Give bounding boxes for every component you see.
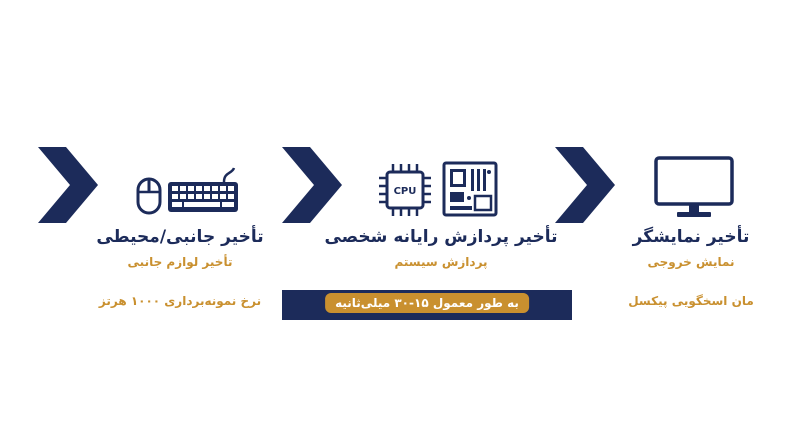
stage-3-title: تأخیر نمایشگر — [632, 227, 750, 247]
chevron-arrow-3-icon — [555, 147, 615, 223]
stage-1-note: نرخ نمونه‌برداری ۱۰۰۰ هرتز — [98, 294, 262, 308]
monitor-icon — [654, 156, 734, 217]
chevron-arrow-2-icon — [282, 147, 342, 223]
stage-2-subtitle: پردازش سیستم — [394, 255, 488, 269]
stage-3-note: مان اسخگویی پیکسل — [628, 294, 754, 308]
chevron-arrow-1-icon — [38, 147, 98, 223]
keyboard-icon — [168, 167, 238, 212]
cpu-label: CPU — [394, 186, 417, 197]
stage-2-note-badge: به طور معمول ۱۵-۳۰ میلی‌ثانیه — [325, 293, 529, 313]
stage-2-note-bar: به طور معمول ۱۵-۳۰ میلی‌ثانیه — [282, 290, 572, 320]
stage-2-title: تأخیر پردازش رایانه شخصی — [324, 227, 558, 247]
cpu-icon: CPU — [379, 164, 431, 216]
motherboard-icon — [442, 161, 498, 217]
mouse-icon — [136, 177, 162, 215]
stage-3-subtitle: نمایش خروجی — [647, 255, 735, 269]
stage-1-title: تأخیر جانبی/محیطی — [96, 227, 264, 247]
stage-1-subtitle: تأخیر لوازم جانبی — [127, 255, 233, 269]
